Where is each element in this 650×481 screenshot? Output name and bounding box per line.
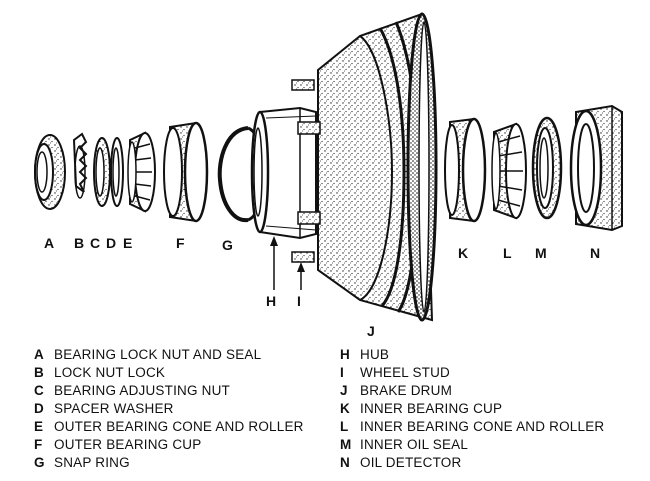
part-d-spacer-washer	[110, 137, 124, 207]
part-k-inner-bearing-cup	[444, 117, 487, 223]
part-f-outer-bearing-cup	[163, 121, 209, 223]
label-g: G	[222, 237, 233, 253]
part-m-inner-oil-seal	[531, 116, 563, 220]
part-a-lock-nut-seal	[34, 134, 66, 210]
leader-arrows	[270, 236, 305, 290]
label-h: H	[266, 293, 276, 309]
label-m: M	[535, 245, 547, 261]
part-n-oil-detector	[569, 104, 623, 232]
part-l-inner-cone-roller	[491, 122, 527, 220]
label-a: A	[44, 235, 54, 251]
label-c: C	[90, 235, 100, 251]
part-b-lock-nut-lock	[72, 132, 88, 199]
part-e-outer-cone-roller	[127, 131, 156, 213]
label-e: E	[123, 235, 132, 251]
label-f: F	[176, 235, 185, 251]
part-j-brake-drum	[317, 12, 438, 322]
label-j: J	[367, 323, 375, 339]
label-b: B	[74, 235, 84, 251]
label-d: D	[106, 235, 116, 251]
label-k: K	[458, 245, 468, 261]
label-n: N	[590, 245, 600, 261]
part-i-wheel-studs	[291, 79, 321, 263]
label-i: I	[297, 293, 301, 309]
label-l: L	[503, 245, 512, 261]
part-c-adjusting-nut	[93, 137, 111, 207]
